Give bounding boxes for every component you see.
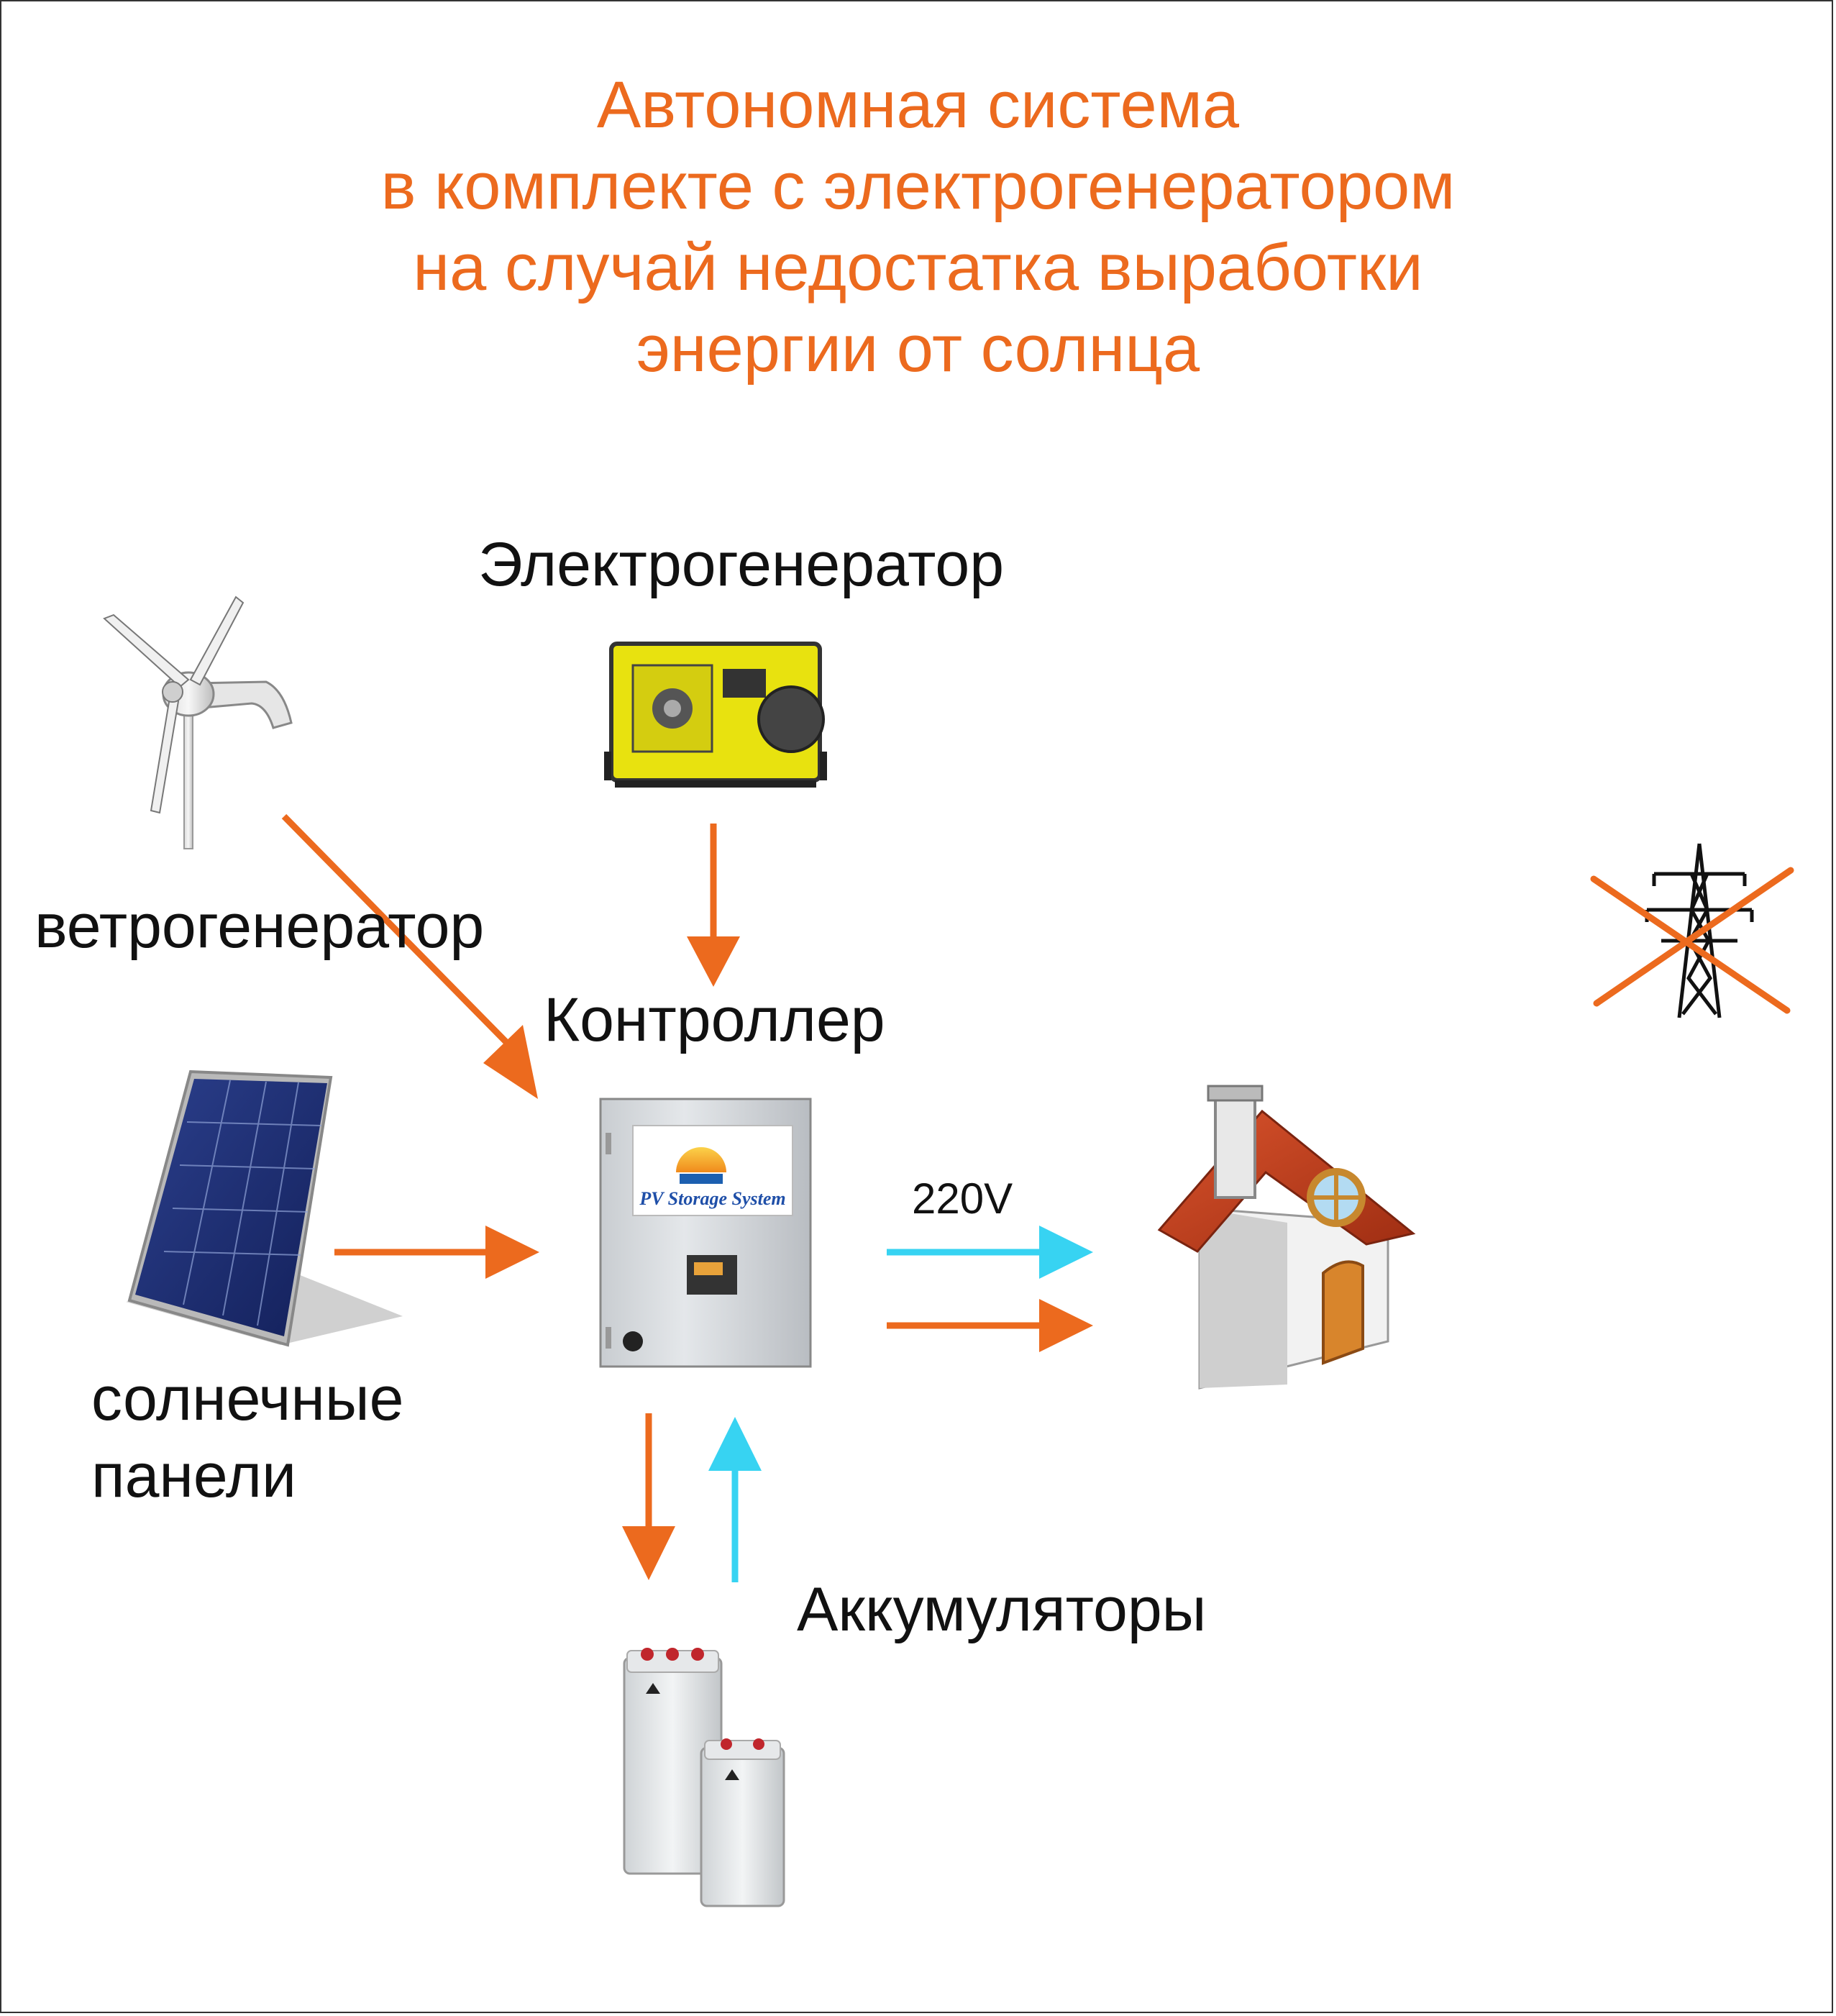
controller-cabinet-icon: PV Storage System	[599, 1098, 812, 1368]
house-icon	[1157, 1085, 1416, 1390]
arrow-controller-to-house-220v	[887, 1226, 1093, 1279]
flow-arrows	[281, 813, 1093, 1582]
arrow-controller-to-house	[887, 1299, 1093, 1352]
batteries-label: Аккумуляторы	[797, 1575, 1207, 1644]
title-line-2: в комплекте с электрогенератором	[380, 150, 1456, 223]
controller-label: Контроллер	[544, 985, 885, 1054]
voltage-label: 220V	[912, 1175, 1013, 1223]
generator-icon	[604, 642, 827, 788]
diagram-title: Автономная система в комплекте с электро…	[0, 65, 1836, 390]
wind-generator-label: ветрогенератор	[35, 892, 485, 961]
arrow-wind-to-controller	[281, 813, 538, 1099]
title-line-4: энергии от солнца	[636, 312, 1200, 386]
generator-label: Электрогенератор	[478, 530, 1005, 599]
solar-panels-label-line-1: солнечные	[91, 1364, 404, 1433]
solar-panels-label-line-2: панели	[91, 1441, 297, 1510]
power-pylon-crossed-icon	[1590, 843, 1794, 1018]
arrow-generator-to-controller	[687, 824, 740, 987]
title-line-3: на случай недостатка выработки	[413, 231, 1423, 304]
arrow-batteries-to-controller	[708, 1417, 762, 1582]
arrow-controller-to-batteries	[622, 1413, 675, 1580]
title-line-1: Автономная система	[596, 68, 1240, 142]
wind-turbine-icon	[103, 596, 293, 849]
solar-panel-icon	[126, 1069, 403, 1347]
arrow-solar-to-controller	[334, 1226, 539, 1279]
controller-brand-text: PV Storage System	[639, 1188, 785, 1209]
battery-icon	[623, 1648, 785, 1907]
